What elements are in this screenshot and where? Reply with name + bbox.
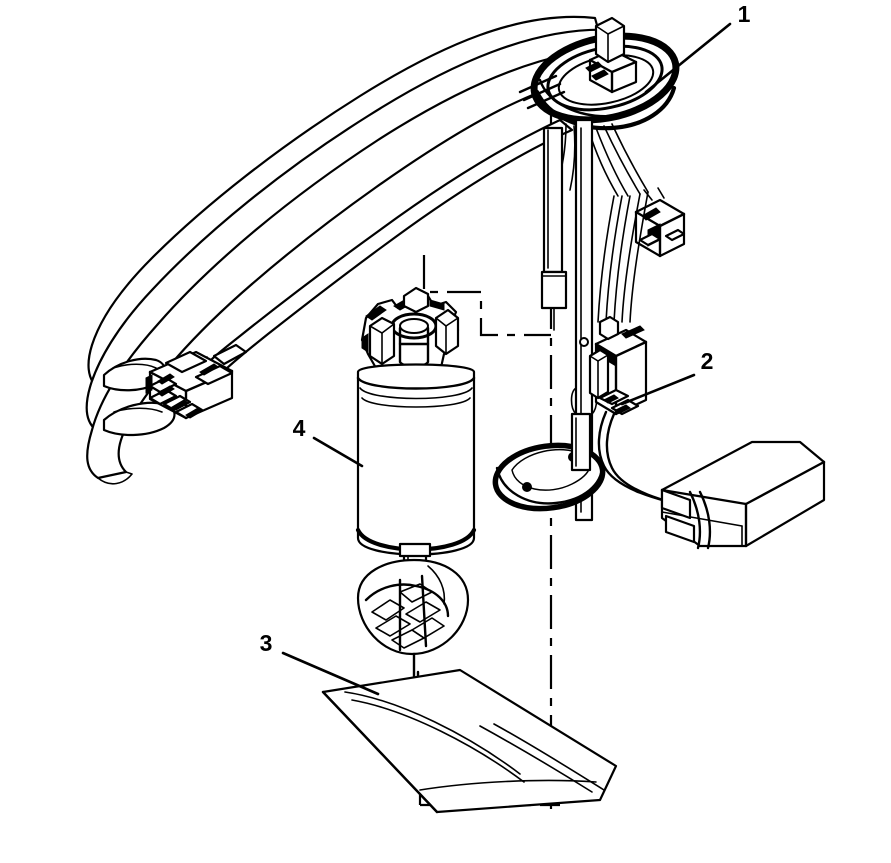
reservoir-standpipe bbox=[540, 126, 568, 331]
fuel-strainer-sock bbox=[321, 668, 618, 814]
callout-4-number: 4 bbox=[293, 415, 306, 441]
callout-3[interactable]: 3 bbox=[260, 630, 380, 696]
fuel-pump-body bbox=[355, 363, 477, 586]
callout-4[interactable]: 4 bbox=[293, 415, 364, 468]
callout-4-leader bbox=[312, 436, 364, 468]
assembly-phantom-outline bbox=[422, 255, 551, 337]
callout-3-number: 3 bbox=[260, 630, 273, 656]
pulsation-damper-block bbox=[660, 440, 826, 550]
multi-pin-connector bbox=[145, 343, 248, 420]
callout-1-number: 1 bbox=[738, 1, 751, 27]
callout-3-leader bbox=[281, 651, 380, 696]
strainer-retainer-bowl bbox=[356, 558, 470, 680]
callout-1-leader bbox=[644, 22, 732, 94]
hose-clamp-lower bbox=[102, 401, 176, 437]
fuel-pump-outlet-head bbox=[360, 286, 460, 382]
callout-2[interactable]: 2 bbox=[620, 348, 714, 406]
fuel-hose-outer bbox=[86, 46, 638, 485]
tank-mounting-flange bbox=[518, 16, 680, 197]
secondary-connector bbox=[634, 187, 686, 258]
callout-2-number: 2 bbox=[701, 348, 714, 374]
reservoir-base-plate bbox=[492, 412, 606, 512]
callout-2-leader bbox=[620, 373, 696, 406]
callout-1[interactable]: 1 bbox=[644, 1, 751, 94]
